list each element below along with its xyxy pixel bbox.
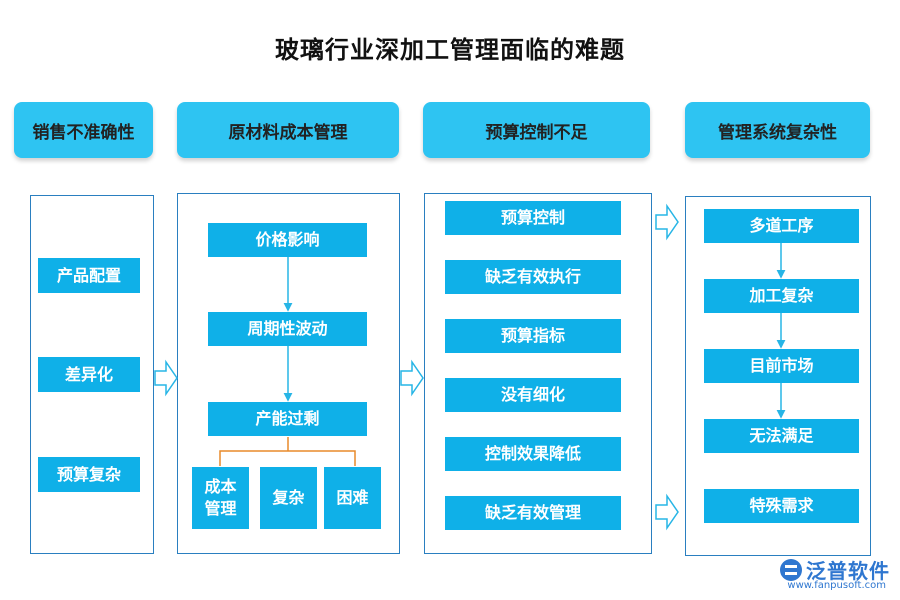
box-not-refined: 没有细化 bbox=[445, 378, 621, 412]
box-current-market: 目前市场 bbox=[704, 349, 859, 383]
arrow-panel-3-to-4-bottom bbox=[655, 493, 679, 531]
arrow-panel-2-to-3 bbox=[400, 359, 424, 397]
box-multi-process: 多道工序 bbox=[704, 209, 859, 243]
brand-logo: 泛普软件 bbox=[780, 555, 890, 584]
box-cannot-satisfy: 无法满足 bbox=[704, 419, 859, 453]
header-system-complexity: 管理系统复杂性 bbox=[685, 102, 870, 158]
box-control-reduced: 控制效果降低 bbox=[445, 437, 621, 471]
brand-name: 泛普软件 bbox=[806, 559, 890, 583]
header-material-cost: 原材料成本管理 bbox=[177, 102, 399, 158]
box-cost-management: 成本 管理 bbox=[192, 467, 249, 529]
bracket-overcapacity-split bbox=[219, 437, 356, 466]
box-product-config: 产品配置 bbox=[38, 258, 140, 293]
box-special-demand: 特殊需求 bbox=[704, 489, 859, 523]
box-processing-complex: 加工复杂 bbox=[704, 279, 859, 313]
box-price-impact: 价格影响 bbox=[208, 223, 367, 257]
box-budget-control: 预算控制 bbox=[445, 201, 621, 235]
box-budget-indicator: 预算指标 bbox=[445, 319, 621, 353]
diagram-title: 玻璃行业深加工管理面临的难题 bbox=[275, 36, 625, 64]
arrow-panel-3-to-4-top bbox=[655, 203, 679, 241]
box-difficult: 困难 bbox=[324, 467, 381, 529]
box-lack-execution: 缺乏有效执行 bbox=[445, 260, 621, 294]
box-complex: 复杂 bbox=[260, 467, 317, 529]
box-lack-management: 缺乏有效管理 bbox=[445, 496, 621, 530]
box-overcapacity: 产能过剩 bbox=[208, 402, 367, 436]
brand-url: www.fanpusoft.com bbox=[787, 580, 886, 591]
box-cyclical-fluctuation: 周期性波动 bbox=[208, 312, 367, 346]
panel-budget bbox=[424, 193, 652, 554]
header-budget-control: 预算控制不足 bbox=[423, 102, 650, 158]
box-budget-complex: 预算复杂 bbox=[38, 457, 140, 492]
header-sales-inaccuracy: 销售不准确性 bbox=[14, 102, 153, 158]
fanpu-logo-icon bbox=[780, 558, 802, 581]
box-differentiation: 差异化 bbox=[38, 357, 140, 392]
arrow-panel-1-to-2 bbox=[154, 359, 178, 397]
